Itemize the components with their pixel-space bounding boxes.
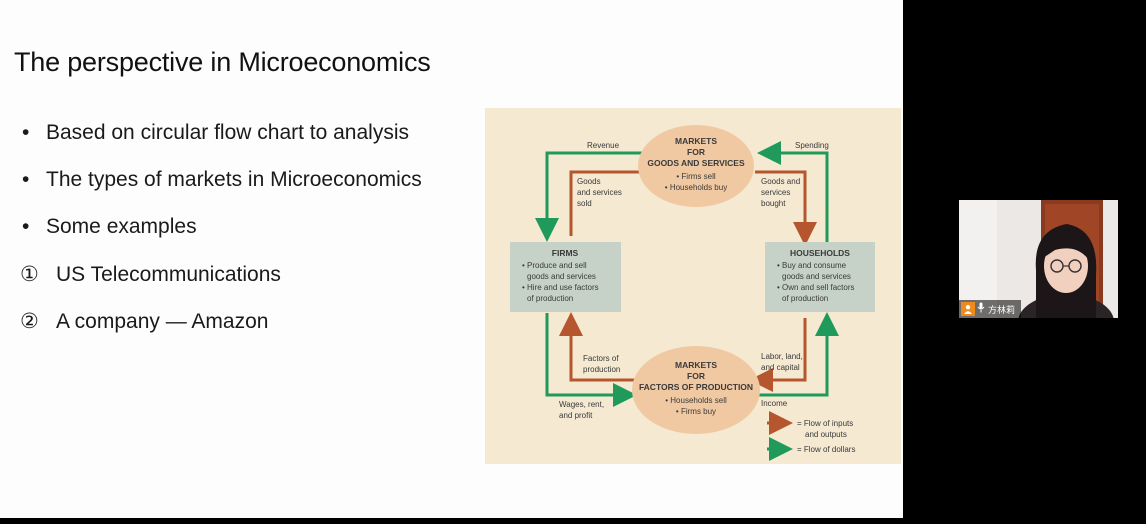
svg-text:Wages, rent,: Wages, rent, (559, 400, 604, 409)
svg-text:Factors of: Factors of (583, 354, 619, 363)
svg-text:Revenue: Revenue (587, 141, 620, 150)
goods-sold-arrow (569, 160, 661, 236)
svg-text:and services: and services (577, 188, 622, 197)
svg-text:bought: bought (761, 199, 786, 208)
svg-text:• Produce and sell: • Produce and sell (522, 261, 587, 270)
svg-text:GOODS AND SERVICES: GOODS AND SERVICES (647, 158, 745, 168)
svg-text:Labor, land,: Labor, land, (761, 352, 803, 361)
svg-text:production: production (583, 365, 620, 374)
dollar-flow-spending-arrow (757, 141, 829, 243)
svg-text:FOR: FOR (687, 147, 705, 157)
svg-text:= Flow of inputs: = Flow of inputs (797, 419, 853, 428)
participant-name-tag: 方林莉 (959, 300, 1022, 318)
svg-text:of production: of production (782, 294, 828, 303)
svg-text:• Firms buy: • Firms buy (676, 407, 716, 416)
circular-flow-diagram: MARKETS FOR GOODS AND SERVICES • Firms s… (485, 108, 901, 464)
factors-production-arrow (559, 312, 643, 382)
svg-text:services: services (761, 188, 790, 197)
svg-text:MARKETS: MARKETS (675, 360, 717, 370)
svg-text:• Households buy: • Households buy (665, 183, 727, 192)
person-icon (961, 302, 975, 316)
dollar-flow-income-arrow (753, 312, 839, 397)
labor-land-capital-arrow (749, 318, 807, 392)
svg-text:goods and services: goods and services (527, 272, 596, 281)
dollar-flow-wages-arrow (545, 313, 637, 407)
svg-text:= Flow of dollars: = Flow of dollars (797, 445, 855, 454)
dollar-flow-revenue-arrow (535, 151, 643, 242)
participant-video-feed (959, 200, 1118, 318)
svg-text:• Households sell: • Households sell (665, 396, 727, 405)
svg-text:HOUSEHOLDS: HOUSEHOLDS (790, 248, 850, 258)
svg-text:goods and services: goods and services (782, 272, 851, 281)
firms-box (510, 242, 621, 312)
svg-text:Goods and: Goods and (761, 177, 800, 186)
microphone-icon[interactable] (977, 300, 985, 318)
participant-name: 方林莉 (988, 304, 1016, 315)
svg-text:and capital: and capital (761, 363, 800, 372)
svg-text:and profit: and profit (559, 411, 593, 420)
svg-text:sold: sold (577, 199, 592, 208)
svg-text:FOR: FOR (687, 371, 705, 381)
bullet-item: •The types of markets in Microeconomics (22, 168, 422, 191)
svg-text:• Buy and consume: • Buy and consume (777, 261, 847, 270)
slide-title: The perspective in Microeconomics (14, 47, 431, 77)
svg-text:Goods: Goods (577, 177, 601, 186)
bullet-item: •Some examples (22, 215, 197, 238)
households-box (765, 242, 875, 312)
participant-video-tile[interactable]: 方林莉 (959, 200, 1118, 318)
svg-text:FIRMS: FIRMS (552, 248, 579, 258)
svg-text:Spending: Spending (795, 141, 829, 150)
factors-of-production-market-oval (632, 346, 760, 434)
svg-text:MARKETS: MARKETS (675, 136, 717, 146)
svg-text:and outputs: and outputs (805, 430, 847, 439)
svg-text:Income: Income (761, 399, 788, 408)
bullet-item: •Based on circular flow chart to analysi… (22, 121, 409, 144)
svg-text:• Hire and use factors: • Hire and use factors (522, 283, 599, 292)
presentation-slide: The perspective in Microeconomics •Based… (0, 0, 903, 518)
svg-text:• Firms sell: • Firms sell (676, 172, 715, 181)
svg-text:of production: of production (527, 294, 573, 303)
goods-bought-arrow (755, 170, 817, 246)
goods-services-market-oval (638, 125, 754, 207)
svg-text:FACTORS OF PRODUCTION: FACTORS OF PRODUCTION (639, 382, 753, 392)
svg-text:• Own and sell factors: • Own and sell factors (777, 283, 855, 292)
